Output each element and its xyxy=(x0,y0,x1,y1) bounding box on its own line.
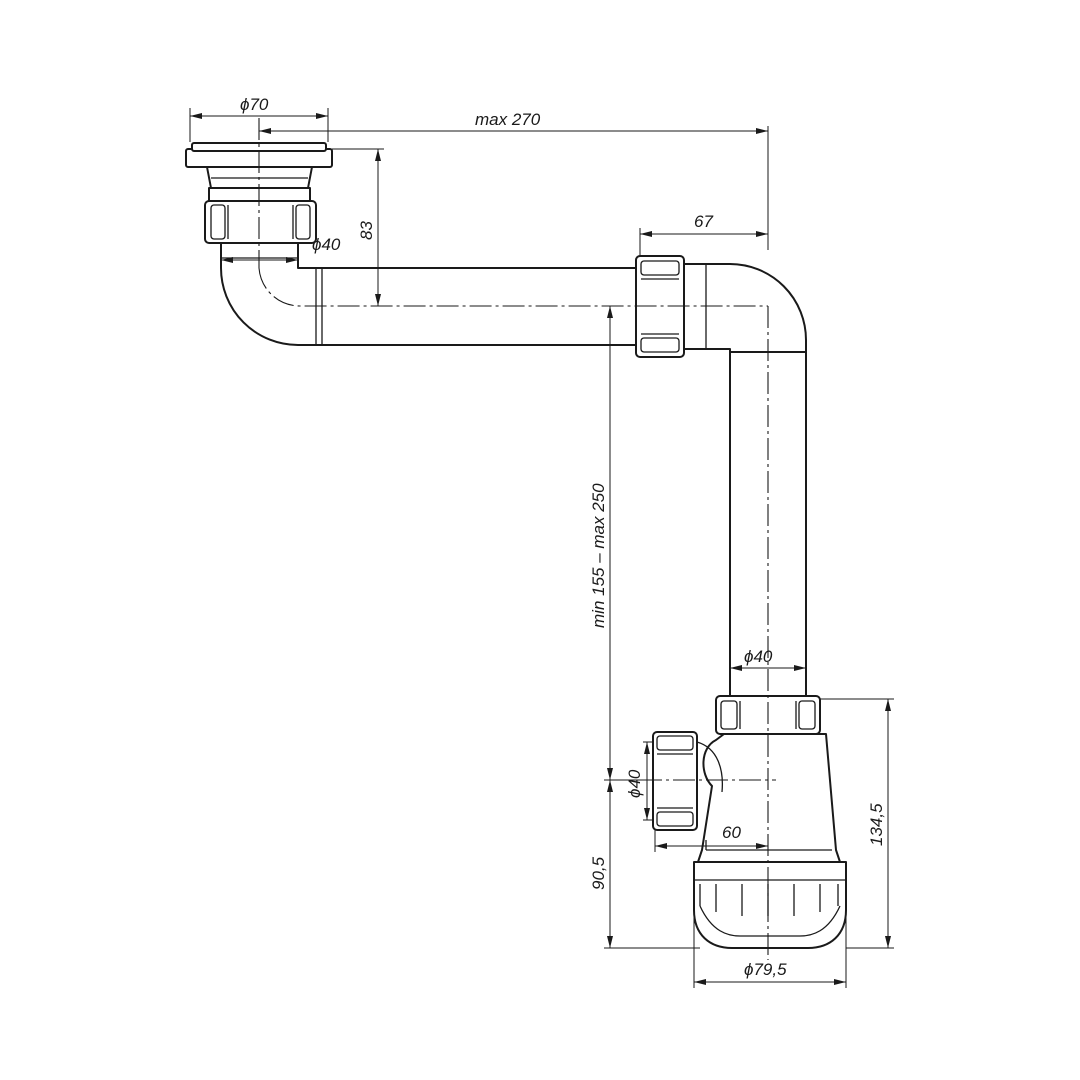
dim-strainer-height: 83 xyxy=(332,148,384,307)
label-max-horizontal-reach: max 270 xyxy=(475,110,541,129)
label-elbow-offset: 67 xyxy=(694,212,713,231)
horizontal-joint-nut xyxy=(635,255,685,358)
label-vertical-range: min 155 – max 250 xyxy=(589,483,608,628)
dim-inlet-pipe-diameter: ϕ40 xyxy=(221,235,356,269)
dim-max-horizontal-reach: max 270 xyxy=(259,110,769,250)
label-strainer-height: 83 xyxy=(357,221,376,240)
label-bottle-diameter: ϕ79,5 xyxy=(744,960,787,979)
strainer-nut xyxy=(204,200,317,244)
dim-strainer-diameter: ϕ70 xyxy=(189,95,329,142)
inlet-elbow-pipe xyxy=(220,242,643,346)
label-outlet-diameter: ϕ40 xyxy=(625,769,644,798)
label-trap-height: 134,5 xyxy=(867,803,886,846)
label-outlet-height: 90,5 xyxy=(589,856,608,890)
dim-vertical-pipe-diameter: ϕ40 xyxy=(730,647,806,671)
dim-outlet-offset: 60 xyxy=(654,823,768,852)
outlet-elbow xyxy=(683,263,807,353)
centerlines xyxy=(258,118,776,960)
label-outlet-offset: 60 xyxy=(722,823,741,842)
dim-elbow-offset: 67 xyxy=(639,212,768,256)
bottle-trap xyxy=(693,695,847,949)
dim-bottle-diameter: ϕ79,5 xyxy=(693,910,847,988)
side-outlet xyxy=(652,731,724,831)
dim-vertical-range: min 155 – max 250 xyxy=(589,306,613,780)
label-strainer-diameter: ϕ70 xyxy=(240,95,269,114)
dim-outlet-height: 90,5 xyxy=(589,779,700,949)
label-inlet-pipe-diameter: ϕ40 xyxy=(312,235,341,254)
dim-outlet-diameter: ϕ40 xyxy=(625,741,653,821)
dim-trap-height: 134,5 xyxy=(820,698,894,949)
label-vertical-pipe-diameter: ϕ40 xyxy=(744,647,773,666)
